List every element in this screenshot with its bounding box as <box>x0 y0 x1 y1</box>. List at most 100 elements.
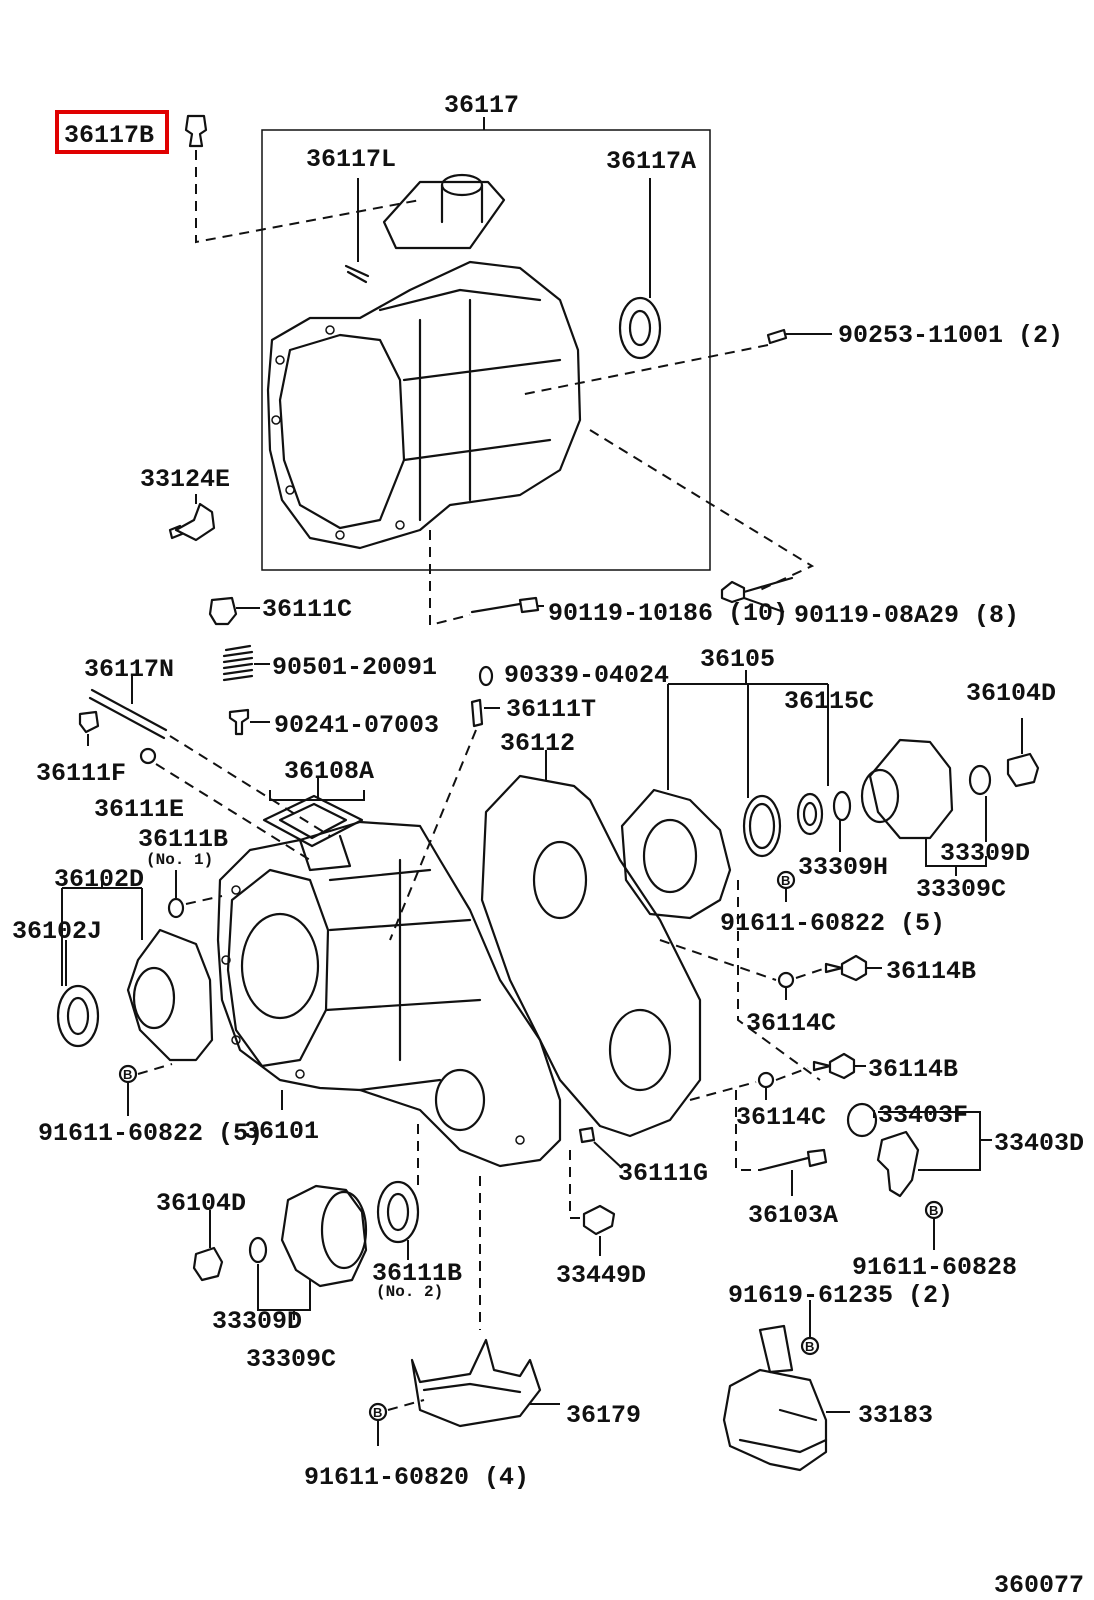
bolt-badge-60828-letter: B <box>929 1203 938 1218</box>
part-36101-top-boss <box>298 834 352 872</box>
dash-36117N <box>155 735 331 861</box>
dash-36114-1 <box>659 939 827 981</box>
label-33309D-top[interactable]: 33309D <box>940 839 1030 868</box>
part-36111T-pin <box>470 698 484 728</box>
label-36114C-2[interactable]: 36114C <box>736 1103 826 1132</box>
part-90119-10186-bolt <box>470 596 540 614</box>
label-90501-20091[interactable]: 90501-20091 <box>272 653 437 682</box>
label-90241-07003[interactable]: 90241-07003 <box>274 711 439 740</box>
dash-91611-60820 <box>387 1399 425 1411</box>
label-36111G[interactable]: 36111G <box>618 1159 708 1188</box>
part-36101-bore <box>240 912 320 1020</box>
label-90339-04024[interactable]: 90339-04024 <box>504 661 669 690</box>
part-36112-plate <box>480 774 702 1138</box>
leader-36105 <box>667 683 829 798</box>
label-36111B-no2[interactable]: 36111B <box>372 1259 462 1288</box>
label-91619-61235[interactable]: 91619-61235 (2) <box>728 1281 953 1310</box>
label-36179[interactable]: 36179 <box>566 1401 641 1430</box>
part-36108A-cover <box>262 794 364 848</box>
part-36117L-boss-walls <box>440 183 484 224</box>
label-33309C-top[interactable]: 33309C <box>916 875 1006 904</box>
label-36114C-1[interactable]: 36114C <box>746 1009 836 1038</box>
part-36105-seal-outer <box>742 794 782 858</box>
label-91611-60828[interactable]: 91611-60828 <box>852 1253 1017 1282</box>
dash-36103A <box>735 1090 760 1171</box>
label-36111T[interactable]: 36111T <box>506 695 596 724</box>
part-36101-rear-bore <box>434 1068 486 1132</box>
label-36108A[interactable]: 36108A <box>284 757 374 786</box>
label-36104D-top[interactable]: 36104D <box>966 679 1056 708</box>
label-91611-60822-top[interactable]: 91611-60822 (5) <box>720 909 945 938</box>
dash-91611-60822-left <box>137 1063 173 1075</box>
label-36103A[interactable]: 36103A <box>748 1201 838 1230</box>
label-91611-60820[interactable]: 91611-60820 (4) <box>304 1463 529 1492</box>
label-33124E[interactable]: 33124E <box>140 465 230 494</box>
part-90339-ring <box>478 665 494 687</box>
part-flange-bottom-hub <box>320 1190 368 1270</box>
part-33124E <box>168 502 216 542</box>
label-36102J[interactable]: 36102J <box>12 917 102 946</box>
label-36104D-bottom[interactable]: 36104D <box>156 1189 246 1218</box>
label-91611-60822-left[interactable]: 91611-60822 (5) <box>38 1119 263 1148</box>
label-36102D[interactable]: 36102D <box>54 865 144 894</box>
label-90253-11001[interactable]: 90253-11001 (2) <box>838 321 1063 350</box>
label-36111C[interactable]: 36111C <box>262 595 352 624</box>
leader-36102D <box>61 876 143 986</box>
label-36117N[interactable]: 36117N <box>84 655 174 684</box>
diagram-id: 360077 <box>994 1571 1084 1600</box>
bolt-hole-3 <box>285 485 295 495</box>
part-36111B-no1 <box>167 897 185 919</box>
part-36117L-pin <box>344 264 370 284</box>
part-36117B-sensor[interactable] <box>184 114 208 148</box>
part-flange-top-hub <box>860 768 900 824</box>
label-36117A[interactable]: 36117A <box>606 147 696 176</box>
label-36117[interactable]: 36117 <box>444 91 519 120</box>
part-36105-housing <box>620 788 732 920</box>
part-36117N-rod <box>88 688 168 740</box>
part-36117L-plate <box>382 180 506 250</box>
assembly-36117-group <box>195 117 832 627</box>
label-36112[interactable]: 36112 <box>500 729 575 758</box>
part-36111C-plug <box>208 596 238 626</box>
label-36105[interactable]: 36105 <box>700 645 775 674</box>
part-33403F-oring <box>846 1102 878 1138</box>
case-bolt-hole-2 <box>221 955 231 965</box>
part-36105-seal-inner <box>748 802 776 850</box>
part-36102J-seal-outer <box>56 984 100 1048</box>
label-33309D-bottom[interactable]: 33309D <box>212 1307 302 1336</box>
bolt-badge-60820-letter: B <box>373 1405 382 1420</box>
dash-90119-08A29 <box>589 429 815 591</box>
label-36111B-no2-sub: (No. 2) <box>376 1283 443 1301</box>
label-33403D[interactable]: 33403D <box>994 1129 1084 1158</box>
label-36111E[interactable]: 36111E <box>94 795 184 824</box>
label-33403F[interactable]: 33403F <box>878 1101 968 1130</box>
part-36112-lower-bore <box>608 1008 672 1092</box>
label-36111F[interactable]: 36111F <box>36 759 126 788</box>
label-33183[interactable]: 33183 <box>858 1401 933 1430</box>
part-36117A-seal-inner <box>628 309 652 347</box>
label-36117L[interactable]: 36117L <box>306 145 396 174</box>
label-33309H[interactable]: 33309H <box>798 853 888 882</box>
leader-33309-bottom <box>257 1264 311 1320</box>
dash-36111T <box>389 729 477 941</box>
label-36117B[interactable]: 36117B <box>64 121 154 150</box>
label-33309C-bottom[interactable]: 33309C <box>246 1345 336 1374</box>
part-36102D-cover <box>126 928 214 1062</box>
bolt-hole-2 <box>271 415 281 425</box>
part-flange-top <box>868 738 954 840</box>
part-36117B-group[interactable] <box>55 110 208 154</box>
label-36114B-1[interactable]: 36114B <box>886 957 976 986</box>
dash-36117B <box>195 150 421 244</box>
label-33449D[interactable]: 33449D <box>556 1261 646 1290</box>
part-36105-bore <box>642 818 698 894</box>
label-36114B-2[interactable]: 36114B <box>868 1055 958 1084</box>
label-36101[interactable]: 36101 <box>244 1117 319 1146</box>
label-36111B-no1[interactable]: 36111B <box>138 825 228 854</box>
part-33403D-housing <box>876 1130 920 1198</box>
part-36101-flange <box>226 868 330 1068</box>
label-90119-10186[interactable]: 90119-10186 (10) <box>548 599 788 628</box>
label-90119-08A29[interactable]: 90119-08A29 (8) <box>794 601 1019 630</box>
dash-90119-10186 <box>429 530 471 627</box>
label-36115C[interactable]: 36115C <box>784 687 874 716</box>
